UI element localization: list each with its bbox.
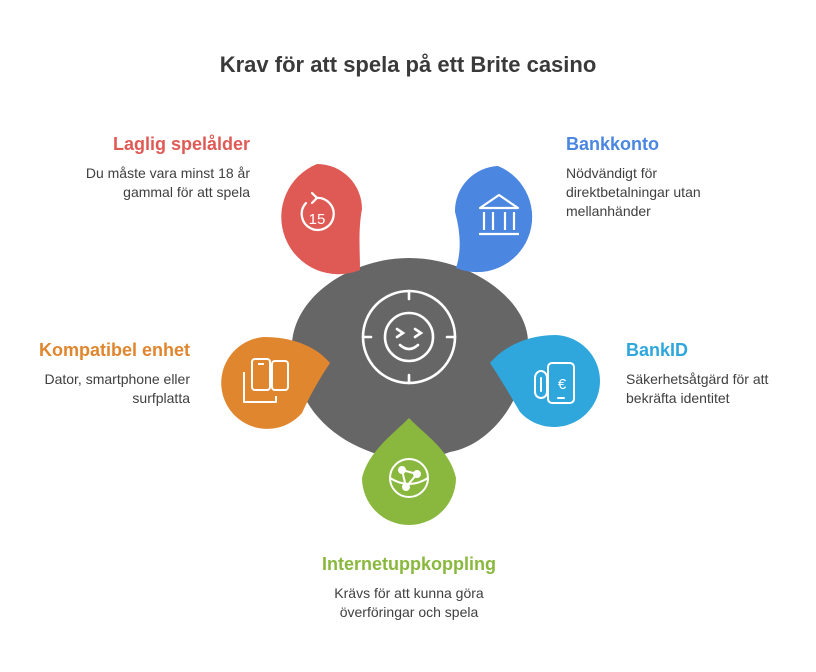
- label-bankid: BankID Säkerhetsåtgärd för att bekräfta …: [626, 339, 796, 408]
- svg-text:15: 15: [309, 211, 326, 228]
- heading: Internetuppkoppling: [322, 554, 496, 574]
- label-laglig-spelalder: Laglig spelålder Du måste vara minst 18 …: [20, 133, 250, 202]
- label-kompatibel-enhet: Kompatibel enhet Dator, smartphone eller…: [20, 339, 190, 408]
- description: Du måste vara minst 18 år gammal för att…: [85, 165, 250, 200]
- description: Nödvändigt för direktbetalningar utan me…: [566, 165, 701, 219]
- heading: Bankkonto: [566, 134, 660, 154]
- devices-icon: [243, 358, 289, 403]
- phone-fingerprint-euro-icon: €: [534, 362, 575, 404]
- winking-face-dial-icon: [361, 289, 457, 385]
- description: Krävs för att kunna göra överföringar oc…: [334, 585, 484, 620]
- node-bankid: [490, 335, 600, 427]
- heading: BankID: [626, 340, 689, 360]
- heading: Kompatibel enhet: [38, 340, 190, 360]
- bank-icon: [478, 193, 520, 236]
- node-laglig-spelalder: [281, 164, 362, 275]
- heading: Laglig spelålder: [112, 134, 250, 154]
- description: Dator, smartphone eller surfplatta: [44, 371, 190, 406]
- clock-15-icon: 15: [300, 191, 335, 231]
- description: Säkerhetsåtgärd för att bekräfta identit…: [626, 371, 769, 406]
- globe-network-icon: [389, 458, 429, 498]
- diagram-title: Krav för att spela på ett Brite casino: [219, 52, 597, 77]
- svg-text:€: €: [558, 376, 567, 393]
- label-bankkonto: Bankkonto Nödvändigt för direktbetalning…: [566, 133, 726, 221]
- node-kompatibel-enhet: [221, 337, 330, 429]
- center-hub: [291, 258, 529, 460]
- label-internetuppkoppling: Internetuppkoppling Krävs för att kunna …: [289, 553, 529, 622]
